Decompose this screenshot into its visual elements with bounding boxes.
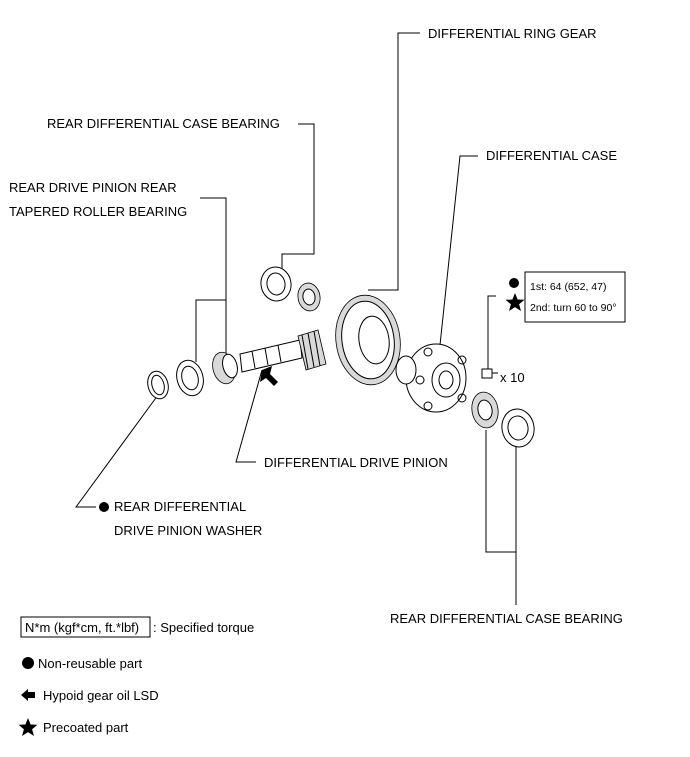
label-washer-line2: DRIVE PINION WASHER — [114, 523, 262, 538]
star-icon — [505, 293, 525, 311]
label-ring-gear: DIFFERENTIAL RING GEAR — [428, 26, 597, 41]
label-pinion-bearing-line1: REAR DRIVE PINION REAR — [9, 180, 177, 195]
label-case-bearing-lower: REAR DIFFERENTIAL CASE BEARING — [390, 611, 623, 626]
oil-arrow-icon — [21, 689, 35, 701]
legend-precoated: Precoated part — [43, 720, 129, 735]
legend-torque-box-text: N*m (kgf*cm, ft.*lbf) — [25, 620, 139, 635]
filled-circle-icon — [509, 278, 519, 288]
filled-circle-icon — [99, 502, 109, 512]
legend-torque-box — [20, 616, 151, 638]
label-drive-pinion: DIFFERENTIAL DRIVE PINION — [264, 455, 448, 470]
label-differential-case: DIFFERENTIAL CASE — [486, 148, 617, 163]
leader-lines — [75, 32, 517, 605]
label-case-bearing-upper: REAR DIFFERENTIAL CASE BEARING — [47, 116, 280, 131]
legend-non-reusable: Non-reusable part — [38, 656, 142, 671]
torque-step1: 1st: 64 (652, 47) — [530, 281, 606, 293]
legend-torque-description: : Specified torque — [153, 620, 254, 635]
legend-oil: Hypoid gear oil LSD — [43, 688, 159, 703]
label-bolt-quantity: x 10 — [500, 370, 525, 385]
label-washer-line1: REAR DIFFERENTIAL — [114, 499, 246, 514]
torque-step2: 2nd: turn 60 to 90° — [530, 302, 617, 314]
star-icon — [18, 718, 38, 736]
filled-circle-icon — [22, 657, 34, 669]
torque-spec-box: 1st: 64 (652, 47) 2nd: turn 60 to 90° — [524, 271, 626, 323]
legend: N*m (kgf*cm, ft.*lbf) : Specified torque… — [18, 616, 254, 736]
label-pinion-bearing-line2: TAPERED ROLLER BEARING — [9, 204, 187, 219]
parts-illustration — [147, 266, 535, 448]
